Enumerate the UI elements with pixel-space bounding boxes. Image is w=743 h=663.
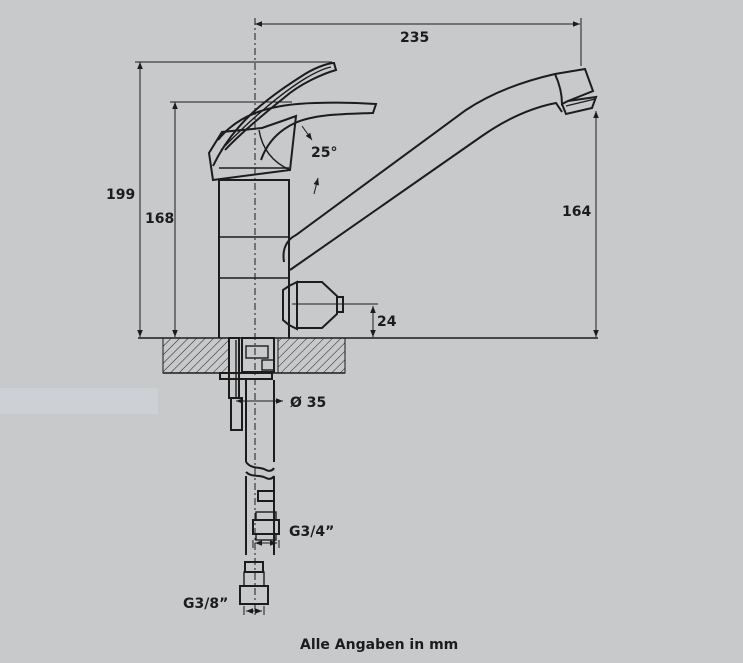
label-height-total: 199 <box>106 187 135 203</box>
label-hole-diameter: Ø 35 <box>290 395 326 411</box>
label-width-total: 235 <box>400 30 429 46</box>
footer-note: Alle Angaben in mm <box>300 637 458 653</box>
label-height-spout: 164 <box>562 204 591 220</box>
lever-handle <box>207 61 378 195</box>
spout <box>282 67 598 271</box>
dimension-lines <box>135 21 599 615</box>
label-thread-small: G3/8” <box>183 596 228 612</box>
faucet-body <box>218 167 290 338</box>
label-outlet-height: 24 <box>377 314 397 330</box>
side-outlet <box>282 280 344 331</box>
label-thread-large: G3/4” <box>289 524 334 540</box>
label-angle: 25° <box>311 145 337 161</box>
centerlines <box>254 18 582 615</box>
countertop <box>138 337 598 374</box>
label-height-lever: 168 <box>145 211 174 227</box>
faded-overlay-box <box>0 388 158 414</box>
mounting-hardware <box>219 337 280 605</box>
